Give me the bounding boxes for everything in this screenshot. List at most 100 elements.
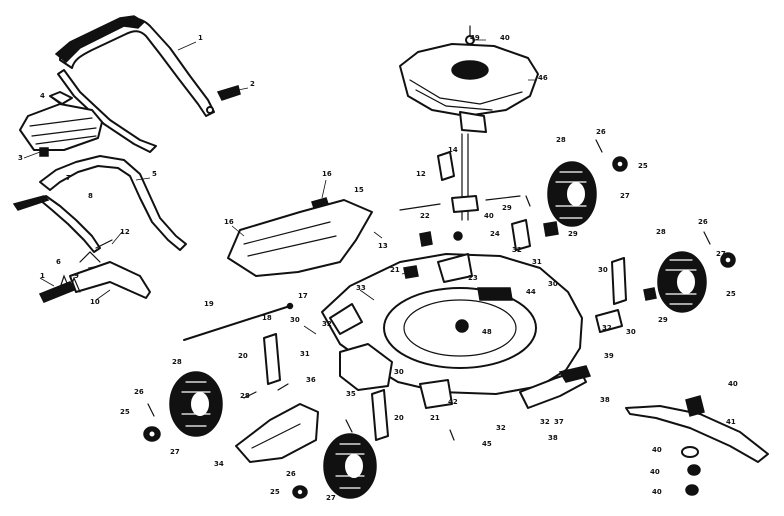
callout-label-25: 25 — [726, 290, 736, 298]
front-right-wheel — [292, 433, 377, 499]
callout-label-30: 30 — [290, 316, 300, 324]
callout-label-28: 28 — [656, 228, 666, 236]
callout-label-13: 13 — [378, 242, 388, 250]
callout-label-40: 40 — [484, 212, 494, 220]
callout-label-46: 46 — [538, 74, 548, 82]
callout-label-32: 32 — [322, 320, 332, 328]
callout-label-42: 42 — [448, 398, 458, 406]
callout-label-30: 30 — [626, 328, 636, 336]
callout-label-48: 48 — [482, 328, 492, 336]
callout-label-14: 14 — [448, 146, 458, 154]
callout-label-25: 25 — [120, 408, 130, 416]
callout-label-15: 15 — [354, 186, 364, 194]
callout-label-39: 39 — [604, 352, 614, 360]
callout-label-2: 2 — [250, 80, 255, 88]
callout-label-27: 27 — [170, 448, 180, 456]
mower-deck-housing — [321, 253, 583, 409]
callout-label-30: 30 — [548, 280, 558, 288]
grass-bag-cover — [19, 91, 103, 157]
callout-label-18: 18 — [262, 314, 272, 322]
deck-rear-skirt — [519, 365, 592, 409]
callout-label-1: 1 — [40, 272, 45, 280]
callout-label-40: 40 — [728, 380, 738, 388]
callout-label-34: 34 — [214, 460, 224, 468]
callout-label-30: 30 — [394, 368, 404, 376]
leader-lines — [23, 39, 536, 335]
callout-label-36: 36 — [306, 376, 316, 384]
callout-label-29: 29 — [502, 204, 512, 212]
callout-label-28: 28 — [172, 358, 182, 366]
callout-label-24: 24 — [490, 230, 500, 238]
callout-label-7: 7 — [66, 174, 71, 182]
callout-label-37: 37 — [554, 418, 564, 426]
callout-label-32: 32 — [496, 424, 506, 432]
callout-label-16: 16 — [224, 218, 234, 226]
callout-label-49: 49 — [470, 34, 480, 42]
callout-label-20: 20 — [238, 352, 248, 360]
callout-label-40: 40 — [500, 34, 510, 42]
callout-label-3: 3 — [18, 154, 23, 162]
callout-label-5: 5 — [152, 170, 157, 178]
discharge-chute-deflector — [235, 403, 319, 463]
callout-label-44: 44 — [526, 288, 536, 296]
callout-label-22: 22 — [420, 212, 430, 220]
callout-label-1: 1 — [198, 34, 203, 42]
callout-label-16: 16 — [322, 170, 332, 178]
callout-label-40: 40 — [652, 446, 662, 454]
callout-label-28: 28 — [240, 392, 250, 400]
callout-label-21: 21 — [390, 266, 400, 274]
callout-label-32: 32 — [512, 246, 522, 254]
callout-label-26: 26 — [134, 388, 144, 396]
callout-label-31: 31 — [300, 350, 310, 358]
callout-label-10: 10 — [90, 298, 100, 306]
callout-label-20: 20 — [394, 414, 404, 422]
lower-handle — [12, 155, 187, 253]
callout-label-25: 25 — [638, 162, 648, 170]
callout-label-26: 26 — [698, 218, 708, 226]
callout-label-26: 26 — [286, 470, 296, 478]
control-rod — [183, 302, 294, 341]
callout-label-30: 30 — [598, 266, 608, 274]
callout-label-25: 25 — [270, 488, 280, 496]
callout-label-40: 40 — [652, 488, 662, 496]
callout-label-27: 27 — [620, 192, 630, 200]
callout-label-12: 12 — [416, 170, 426, 178]
engine-assembly — [399, 25, 539, 133]
callout-label-4: 4 — [40, 92, 45, 100]
callout-label-33: 33 — [356, 284, 366, 292]
rear-upper-wheel — [547, 156, 628, 227]
callout-label-32: 32 — [540, 418, 550, 426]
callout-label-32: 32 — [602, 324, 612, 332]
rear-lower-wheel — [657, 251, 736, 313]
callout-label-19: 19 — [204, 300, 214, 308]
callout-label-9: 9 — [74, 272, 79, 280]
callout-label-29: 29 — [658, 316, 668, 324]
callout-label-45: 45 — [482, 440, 492, 448]
engine-fittings — [399, 133, 521, 241]
handle-bracket-assembly — [38, 239, 151, 303]
front-left-wheel — [143, 371, 223, 442]
callout-label-29: 29 — [568, 230, 578, 238]
callout-label-28: 28 — [556, 136, 566, 144]
callout-label-40: 40 — [650, 468, 660, 476]
callout-label-31: 31 — [532, 258, 542, 266]
callout-label-21: 21 — [430, 414, 440, 422]
cutter-blade-assembly — [625, 395, 769, 496]
callout-label-12: 12 — [120, 228, 130, 236]
callout-label-27: 27 — [716, 250, 726, 258]
wheel-height-adjusters — [263, 219, 627, 441]
misc-hardware — [147, 85, 711, 441]
callout-label-35: 35 — [346, 390, 356, 398]
callout-label-38: 38 — [548, 434, 558, 442]
upper-handle — [54, 15, 215, 153]
callout-label-17: 17 — [298, 292, 308, 300]
callout-label-6: 6 — [56, 258, 61, 266]
callout-label-8: 8 — [88, 192, 93, 200]
callout-label-41: 41 — [726, 418, 736, 426]
callout-label-27: 27 — [326, 494, 336, 502]
callout-labels: 1123456789101212131415161617181920202121… — [18, 34, 738, 502]
callout-label-23: 23 — [468, 274, 478, 282]
callout-label-38: 38 — [600, 396, 610, 404]
